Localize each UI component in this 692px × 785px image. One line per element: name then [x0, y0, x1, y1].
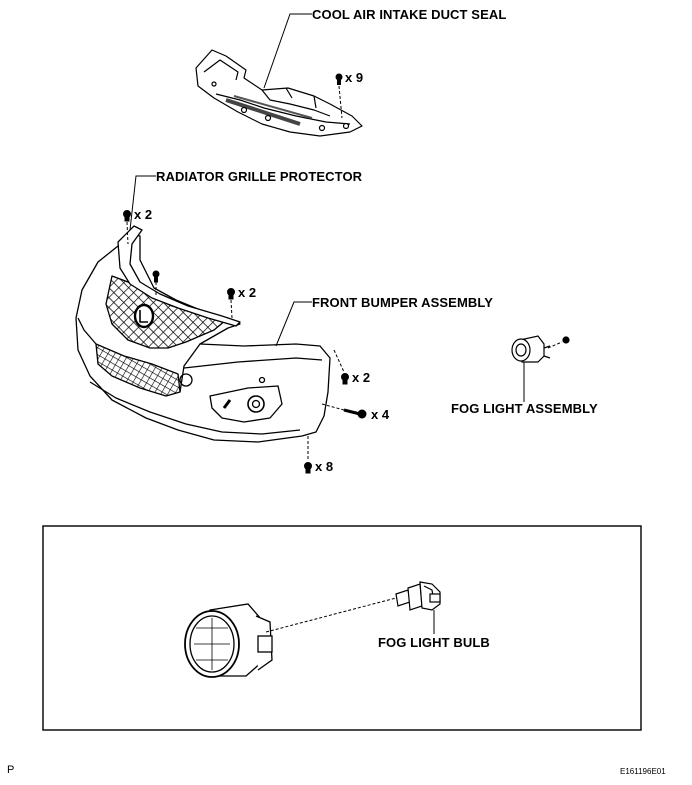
- duct-seal-leader-line: [263, 13, 312, 89]
- bumper-bottom-clip-icon: [304, 436, 312, 474]
- bumper-screw-quantity: x 4: [371, 407, 390, 422]
- bumper-side-clip-icon: [333, 349, 349, 385]
- duct-seal-clip-icon: [335, 73, 343, 119]
- front-bumper-leader-line: [275, 301, 312, 347]
- page-code: P: [7, 764, 15, 776]
- cool-air-intake-duct-seal-label: COOL AIR INTAKE DUCT SEAL: [312, 7, 507, 22]
- bumper-bottom-clip-quantity: x 8: [315, 459, 334, 474]
- fog-light-bulb-drawing: [395, 581, 441, 611]
- fog-light-large-drawing: [184, 603, 273, 678]
- bumper-fastener-icons: [123, 210, 367, 474]
- grille-clip-icon: [152, 270, 160, 296]
- bumper-side-clip-quantity: x 2: [352, 370, 371, 385]
- grille-side-clip-quantity: x 2: [238, 285, 257, 300]
- front-bumper-assembly-label: FRONT BUMPER ASSEMBLY: [312, 295, 493, 310]
- fog-light-bulb-label: FOG LIGHT BULB: [378, 635, 490, 650]
- grille-protector-leader-line: [129, 175, 156, 231]
- fog-light-bulb-inset: [42, 525, 642, 731]
- grille-side-clip-icon: [227, 288, 235, 319]
- grille-top-clip-icon: [123, 210, 131, 245]
- duct-seal-clip-quantity: x 9: [345, 70, 364, 85]
- bumper-screw-icon: [321, 403, 367, 419]
- bulb-insertion-line: [265, 597, 397, 633]
- figure-id: E161196E01: [620, 767, 666, 776]
- fog-light-assembly-drawing: [511, 335, 570, 363]
- lexus-emblem: [133, 303, 155, 329]
- cool-air-intake-duct-seal-drawing: [195, 49, 363, 137]
- grille-top-clip-quantity: x 2: [134, 207, 153, 222]
- fog-light-assembly-label: FOG LIGHT ASSEMBLY: [451, 401, 598, 416]
- front-bumper-drawing: [75, 225, 331, 443]
- radiator-grille-protector-label: RADIATOR GRILLE PROTECTOR: [156, 169, 363, 184]
